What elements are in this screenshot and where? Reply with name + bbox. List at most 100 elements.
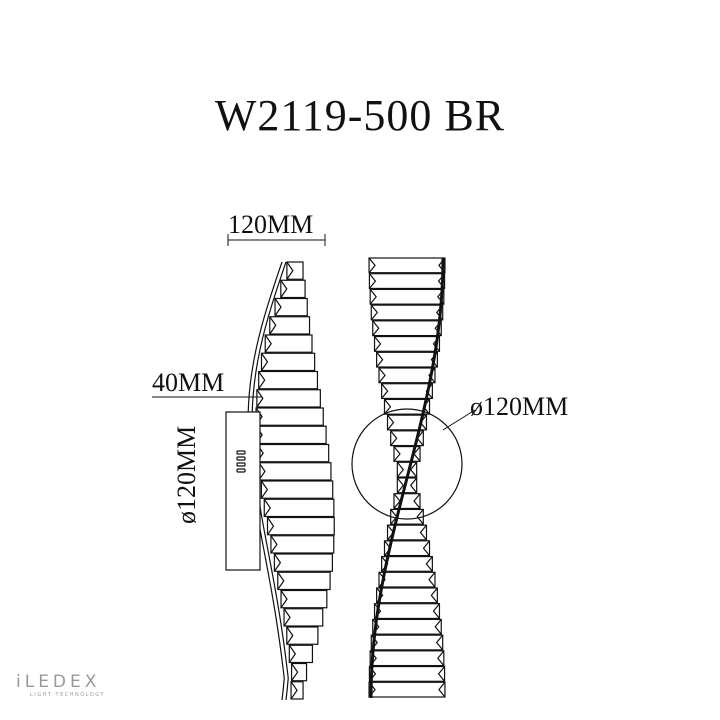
crystal-facet bbox=[368, 273, 377, 289]
crystal-segment bbox=[369, 650, 445, 667]
crystal-segment bbox=[288, 644, 314, 664]
crystal-segment bbox=[368, 257, 446, 274]
crystal-facet bbox=[291, 663, 299, 682]
crystal-segment bbox=[264, 334, 313, 353]
crystal-facet bbox=[390, 430, 398, 446]
crystal-facet bbox=[378, 367, 386, 384]
wall-base-side bbox=[225, 411, 261, 571]
crystal-segment bbox=[378, 571, 436, 588]
crystal-facet bbox=[381, 383, 389, 399]
width-label: 120MM bbox=[228, 210, 314, 239]
crystal-facet bbox=[280, 279, 288, 298]
crystal-segment bbox=[381, 383, 433, 400]
crystal-facet bbox=[260, 480, 269, 499]
crystal-facet bbox=[374, 336, 382, 352]
crystal-segment bbox=[290, 662, 308, 682]
crystal-segment bbox=[283, 608, 324, 627]
crystal-segment bbox=[381, 555, 433, 572]
crystal-segment bbox=[260, 352, 316, 372]
crystal-segment bbox=[393, 445, 421, 462]
crystal-segment bbox=[369, 288, 445, 305]
crystal-segment bbox=[368, 273, 446, 290]
crystal-segment bbox=[378, 367, 436, 384]
crystal-facet bbox=[396, 461, 405, 478]
base-slot bbox=[236, 450, 246, 455]
crystal-segment bbox=[260, 480, 334, 499]
crystal-segment bbox=[274, 297, 308, 317]
depth-label: 40MM bbox=[152, 368, 225, 397]
base-diameter-side-label: ø120MM bbox=[172, 425, 201, 524]
crystal-segment bbox=[386, 524, 428, 541]
base-slot bbox=[236, 468, 246, 473]
brand-logo: iLEDEX LIGHT TECHNOLOGY bbox=[16, 672, 105, 698]
crystal-facet bbox=[413, 493, 421, 509]
crystal-facet bbox=[368, 257, 376, 274]
crystal-facet bbox=[277, 571, 285, 590]
brand-tagline: LIGHT TECHNOLOGY bbox=[30, 692, 105, 698]
crystal-segment bbox=[368, 681, 446, 698]
crystal-segment bbox=[383, 540, 431, 557]
crystal-facet bbox=[370, 304, 379, 321]
base-slot bbox=[236, 456, 246, 461]
crystal-facet bbox=[256, 389, 264, 408]
wall-base-body bbox=[225, 411, 261, 571]
crystal-facet bbox=[258, 371, 266, 390]
base-diameter-front-label: ø120MM bbox=[470, 392, 569, 421]
crystal-facet bbox=[387, 414, 395, 431]
crystal-segment bbox=[390, 430, 424, 447]
crystal-facet bbox=[290, 681, 298, 700]
crystal-facet bbox=[286, 626, 294, 645]
crystal-facet bbox=[369, 289, 377, 305]
crystal-facet bbox=[269, 316, 277, 335]
front-view bbox=[368, 257, 446, 699]
crystal-segment bbox=[273, 553, 333, 572]
crystal-facet bbox=[435, 634, 444, 651]
crystal-segment bbox=[373, 603, 441, 620]
crystal-facet bbox=[270, 535, 278, 554]
crystal-segment bbox=[277, 571, 331, 591]
crystal-segment bbox=[373, 335, 441, 352]
crystal-facet bbox=[396, 477, 405, 494]
crystal-segment bbox=[286, 626, 319, 645]
crystal-segment bbox=[386, 414, 428, 431]
crystal-facet bbox=[280, 590, 288, 609]
crystal-facet bbox=[419, 524, 427, 541]
crystal-facet bbox=[422, 540, 430, 556]
crystal-facet bbox=[274, 298, 282, 317]
crystal-segment bbox=[266, 516, 335, 536]
crystal-facet bbox=[376, 351, 384, 368]
crystal-facet bbox=[393, 446, 401, 462]
crystal-facet bbox=[434, 619, 442, 635]
crystal-segment bbox=[255, 407, 324, 426]
crystal-facet bbox=[273, 553, 282, 572]
crystal-segment bbox=[376, 587, 438, 604]
crystal-segment bbox=[280, 589, 328, 609]
crystal-facet bbox=[409, 477, 418, 494]
crystal-facet bbox=[286, 261, 294, 280]
crystal-facet bbox=[437, 650, 445, 666]
diameter-leader-line bbox=[442, 409, 476, 431]
wall-base-front bbox=[351, 408, 463, 520]
model-title: W2119-500 BR bbox=[214, 91, 506, 140]
crystal-segment bbox=[383, 398, 431, 415]
crystal-segment bbox=[370, 304, 444, 321]
crystal-facet bbox=[283, 608, 291, 627]
crystal-segment bbox=[280, 279, 306, 299]
brand-name: iLEDEX bbox=[16, 672, 101, 692]
crystal-facet bbox=[437, 666, 446, 682]
crystal-facet bbox=[372, 320, 380, 336]
crystal-facet bbox=[428, 571, 436, 588]
crystal-facet bbox=[288, 644, 297, 663]
crystal-facet bbox=[260, 352, 269, 371]
crystal-segment bbox=[370, 634, 444, 651]
crystal-segment bbox=[290, 681, 304, 700]
crystal-segment bbox=[368, 665, 446, 682]
crystal-facet bbox=[267, 517, 275, 536]
crystal-segment bbox=[258, 462, 332, 481]
crystal-segment bbox=[263, 498, 335, 518]
crystal-facet bbox=[438, 681, 446, 698]
side-view bbox=[247, 261, 335, 701]
dimension-lines bbox=[152, 234, 476, 431]
